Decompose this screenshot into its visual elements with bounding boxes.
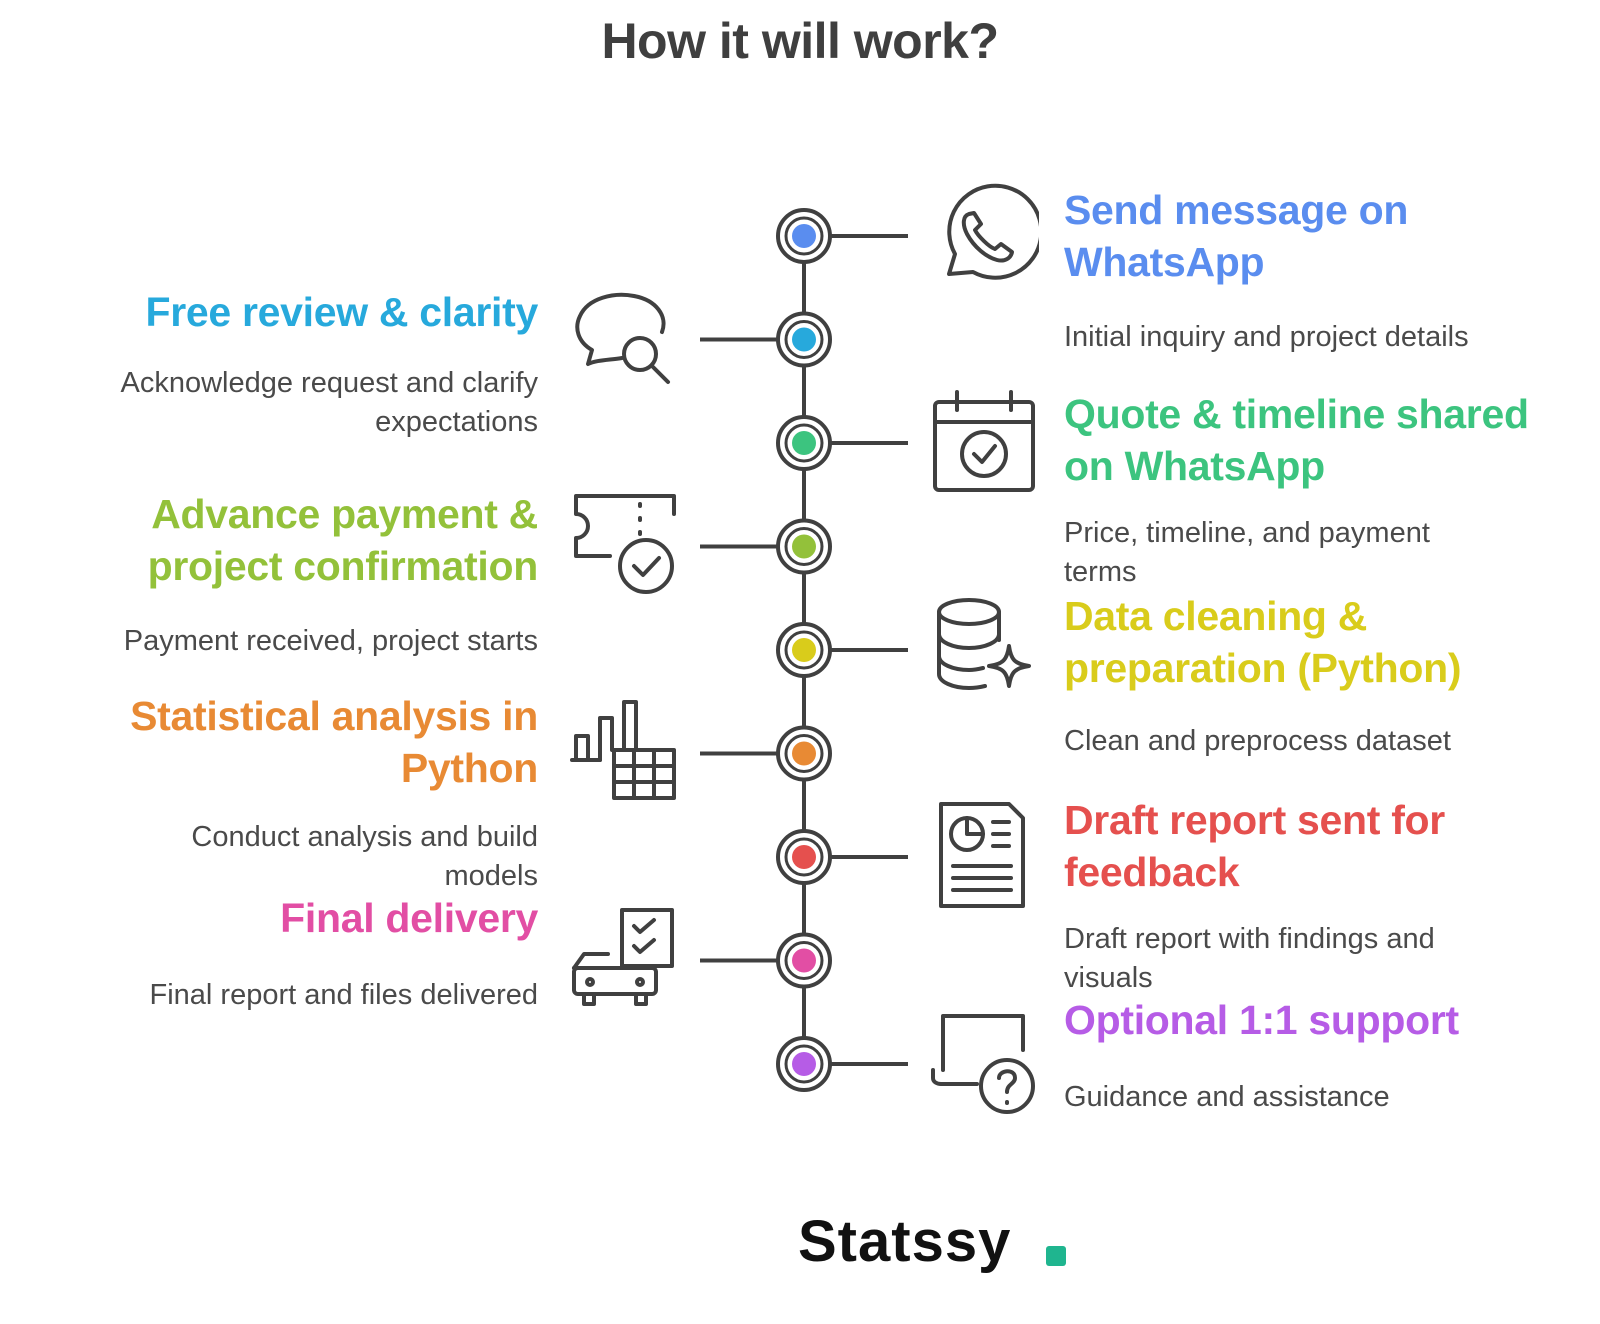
step-8-description: Final report and files delivered <box>150 976 538 1015</box>
node-dot-3 <box>792 431 816 455</box>
step-4-desc-line-1: Payment received, project starts <box>123 625 538 657</box>
step-6-desc-line-1: Conduct analysis and build <box>191 821 538 853</box>
step-6-title-line-2: Python <box>400 745 538 791</box>
step-8-desc-line-1: Final report and files delivered <box>149 979 538 1011</box>
step-4-description: Payment received, project starts <box>124 622 538 661</box>
step-9-desc-line-1: Guidance and assistance <box>1064 1081 1390 1113</box>
step-7-title-line-2: feedback <box>1064 849 1240 895</box>
step-1-desc-line-1: Initial inquiry and project details <box>1064 321 1469 353</box>
step-1-title-line-2: WhatsApp <box>1064 239 1265 285</box>
brand-dot <box>1046 1246 1066 1266</box>
node-dot-8 <box>792 948 816 973</box>
page-title: How it will work? <box>601 13 999 69</box>
step-5-title-line-2: preparation (Python) <box>1064 645 1462 691</box>
step-1-description: Initial inquiry and project details <box>1064 318 1469 357</box>
step-3-desc-line-2: terms <box>1064 556 1137 588</box>
step-6-title: Statistical analysis in Python <box>130 690 538 794</box>
brand-logo: Statssy <box>798 1209 1012 1274</box>
step-7-desc-line-2: visuals <box>1064 962 1153 994</box>
step-3-description: Price, timeline, and payment terms <box>1064 514 1430 592</box>
step-2-desc-line-1: Acknowledge request and clarify <box>120 367 538 399</box>
step-5-desc-line-1: Clean and preprocess dataset <box>1064 725 1451 757</box>
step-2-description: Acknowledge request and clarify expectat… <box>120 364 538 442</box>
step-9-title: Optional 1:1 support <box>1064 994 1459 1046</box>
database-sparkle-icon <box>929 596 1039 706</box>
step-6-desc-line-2: models <box>444 860 539 892</box>
step-2-desc-line-2: expectations <box>375 406 538 438</box>
ticket-check-icon <box>570 490 680 600</box>
node-dot-9 <box>792 1052 816 1076</box>
step-6-title-line-1: Statistical analysis in <box>130 693 538 739</box>
step-2-title-line-1: Free review & clarity <box>145 289 538 335</box>
step-3-title: Quote & timeline shared on WhatsApp <box>1064 388 1529 492</box>
step-9-description: Guidance and assistance <box>1064 1078 1390 1117</box>
step-7-title: Draft report sent for feedback <box>1064 794 1445 898</box>
node-dot-1 <box>792 224 816 248</box>
chart-table-icon <box>570 698 680 808</box>
step-4-title-line-2: project confirmation <box>147 543 539 589</box>
node-dot-7 <box>792 845 816 869</box>
step-6-description: Conduct analysis and build models <box>191 818 538 896</box>
step-7-description: Draft report with findings and visuals <box>1064 920 1435 998</box>
node-dot-5 <box>792 638 816 662</box>
step-5-title: Data cleaning & preparation (Python) <box>1064 590 1461 694</box>
step-5-title-line-1: Data cleaning & <box>1064 593 1368 639</box>
step-4-title-line-1: Advance payment & <box>151 491 538 537</box>
calendar-check-icon <box>929 388 1039 498</box>
step-2-title: Free review & clarity <box>145 286 538 338</box>
delivery-checklist-icon <box>570 906 680 1016</box>
step-1-title: Send message on WhatsApp <box>1064 184 1408 288</box>
step-7-title-line-1: Draft report sent for <box>1064 797 1445 843</box>
whatsapp-icon <box>929 180 1044 290</box>
step-9-title-line-1: Optional 1:1 support <box>1064 997 1459 1043</box>
step-3-desc-line-1: Price, timeline, and payment <box>1064 517 1430 549</box>
step-8-title: Final delivery <box>280 892 538 944</box>
step-7-desc-line-1: Draft report with findings and <box>1064 923 1435 955</box>
step-8-title-line-1: Final delivery <box>280 895 538 941</box>
chat-search-icon <box>570 284 680 394</box>
laptop-help-icon <box>929 1010 1039 1120</box>
step-4-title: Advance payment & project confirmation <box>147 488 539 592</box>
report-document-icon <box>929 800 1039 910</box>
step-3-title-line-1: Quote & timeline shared <box>1064 391 1529 437</box>
step-5-description: Clean and preprocess dataset <box>1064 722 1451 761</box>
node-dot-2 <box>792 327 816 352</box>
node-dot-6 <box>792 741 816 766</box>
step-3-title-line-2: on WhatsApp <box>1064 443 1325 489</box>
step-1-title-line-1: Send message on <box>1064 187 1409 233</box>
node-dot-4 <box>792 534 816 559</box>
